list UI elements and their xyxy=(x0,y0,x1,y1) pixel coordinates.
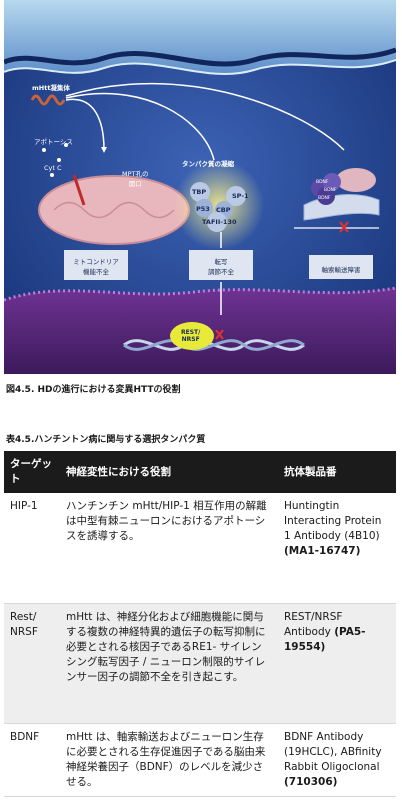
catalog-number[interactable]: (710306) xyxy=(284,775,338,788)
protein-aggregation-label: タンパク質の凝縮 xyxy=(182,160,234,168)
antibody-name: REST/NRSF Antibody xyxy=(284,610,343,638)
target-cell: BDNF xyxy=(4,723,60,797)
bdnf-label-1: BDNF xyxy=(316,180,329,185)
bdnf-label-2: BDNF xyxy=(324,188,337,193)
aggregates-label: mHtt凝集体 xyxy=(32,84,70,92)
catalog-number[interactable]: (PA5-19554) xyxy=(284,625,366,653)
mito-dysfunction-label: ミトコンドリア 機能不全 xyxy=(73,258,119,276)
table-row: HIP-1 ハンチンチン mHtt/HIP-1 相互作用の解離は中型有棘ニューロ… xyxy=(4,493,396,604)
target-cell: Rest/ NRSF xyxy=(4,603,60,724)
header-role: 神経変性における役割 xyxy=(60,451,278,493)
tafii-label: TAFII-130 xyxy=(202,218,237,226)
role-cell: ハンチンチン mHtt/HIP-1 相互作用の解離は中型有棘ニューロンにおけるア… xyxy=(60,493,278,604)
role-cell: mHtt は、軸索輸送およびニューロン生存に必要とされる生存促進因子である脳由来… xyxy=(60,723,278,797)
mhtt-aggregate-icon xyxy=(30,94,66,106)
cytc-label: Cyt C xyxy=(44,164,62,172)
antibody-cell: BDNF Antibody (19HCLC), ABfinity Rabbit … xyxy=(278,723,396,797)
header-antibody: 抗体製品番 xyxy=(278,451,396,493)
role-cell: mHtt は、神経分化および細胞機能に関与する複数の神経特異的遺伝子の転写抑制に… xyxy=(60,603,278,724)
mito-dysfunction-box xyxy=(64,250,128,280)
table-caption: 表4.5.ハンチントン病に関与する選択タンパク質 xyxy=(6,435,206,445)
axonal-transport-label: 軸索輸送障害 xyxy=(321,266,361,274)
figure-caption: 図4.5. HDの進行における変異HTTの役割 xyxy=(6,385,181,395)
table-row: BDNF mHtt は、軸索輸送およびニューロン生存に必要とされる生存促進因子で… xyxy=(4,723,396,797)
transcription-box xyxy=(189,250,253,280)
catalog-number[interactable]: (MA1-16747) xyxy=(284,545,361,557)
mpt-label: MPT孔の 開口 xyxy=(122,170,149,188)
table-row: Rest/ NRSF mHtt は、神経分化および細胞機能に関与する複数の神経特… xyxy=(4,603,396,724)
bdnf-label-3: BDNF xyxy=(318,196,331,201)
sp1-label: SP-1 xyxy=(232,192,249,200)
axonal-transport-box xyxy=(309,255,373,279)
cbp-label: CBP xyxy=(216,206,231,214)
target-cell: HIP-1 xyxy=(4,493,60,604)
transcription-dysregulation-label: 転写 調節不全 xyxy=(208,258,234,276)
antibody-name: BDNF Antibody (19HCLC), ABfinity Rabbit … xyxy=(284,730,382,773)
header-target: ターゲット xyxy=(4,451,60,493)
dna-helix xyxy=(123,339,305,351)
antibody-cell: REST/NRSF Antibody (PA5-19554) xyxy=(278,603,396,724)
p53-label: P53 xyxy=(196,205,210,213)
antibody-name: Huntingtin Interacting Protein 1 Antibod… xyxy=(284,500,382,542)
table-header-row: ターゲット 神経変性における役割 抗体製品番 xyxy=(4,451,396,493)
figure-illustration xyxy=(4,0,396,374)
protein-table: ターゲット 神経変性における役割 抗体製品番 HIP-1 ハンチンチン mHtt… xyxy=(4,451,396,797)
tbp-label: TBP xyxy=(192,188,207,196)
htt-pathway-figure: mHtt凝集体 アポトーシス Cyt C MPT孔の 開口 タンパク質の凝縮 T… xyxy=(4,0,396,374)
rest-nrsf-label: REST/ NRSF xyxy=(181,329,201,343)
antibody-cell: Huntingtin Interacting Protein 1 Antibod… xyxy=(278,493,396,604)
apoptosis-label: アポトーシス xyxy=(34,138,73,146)
